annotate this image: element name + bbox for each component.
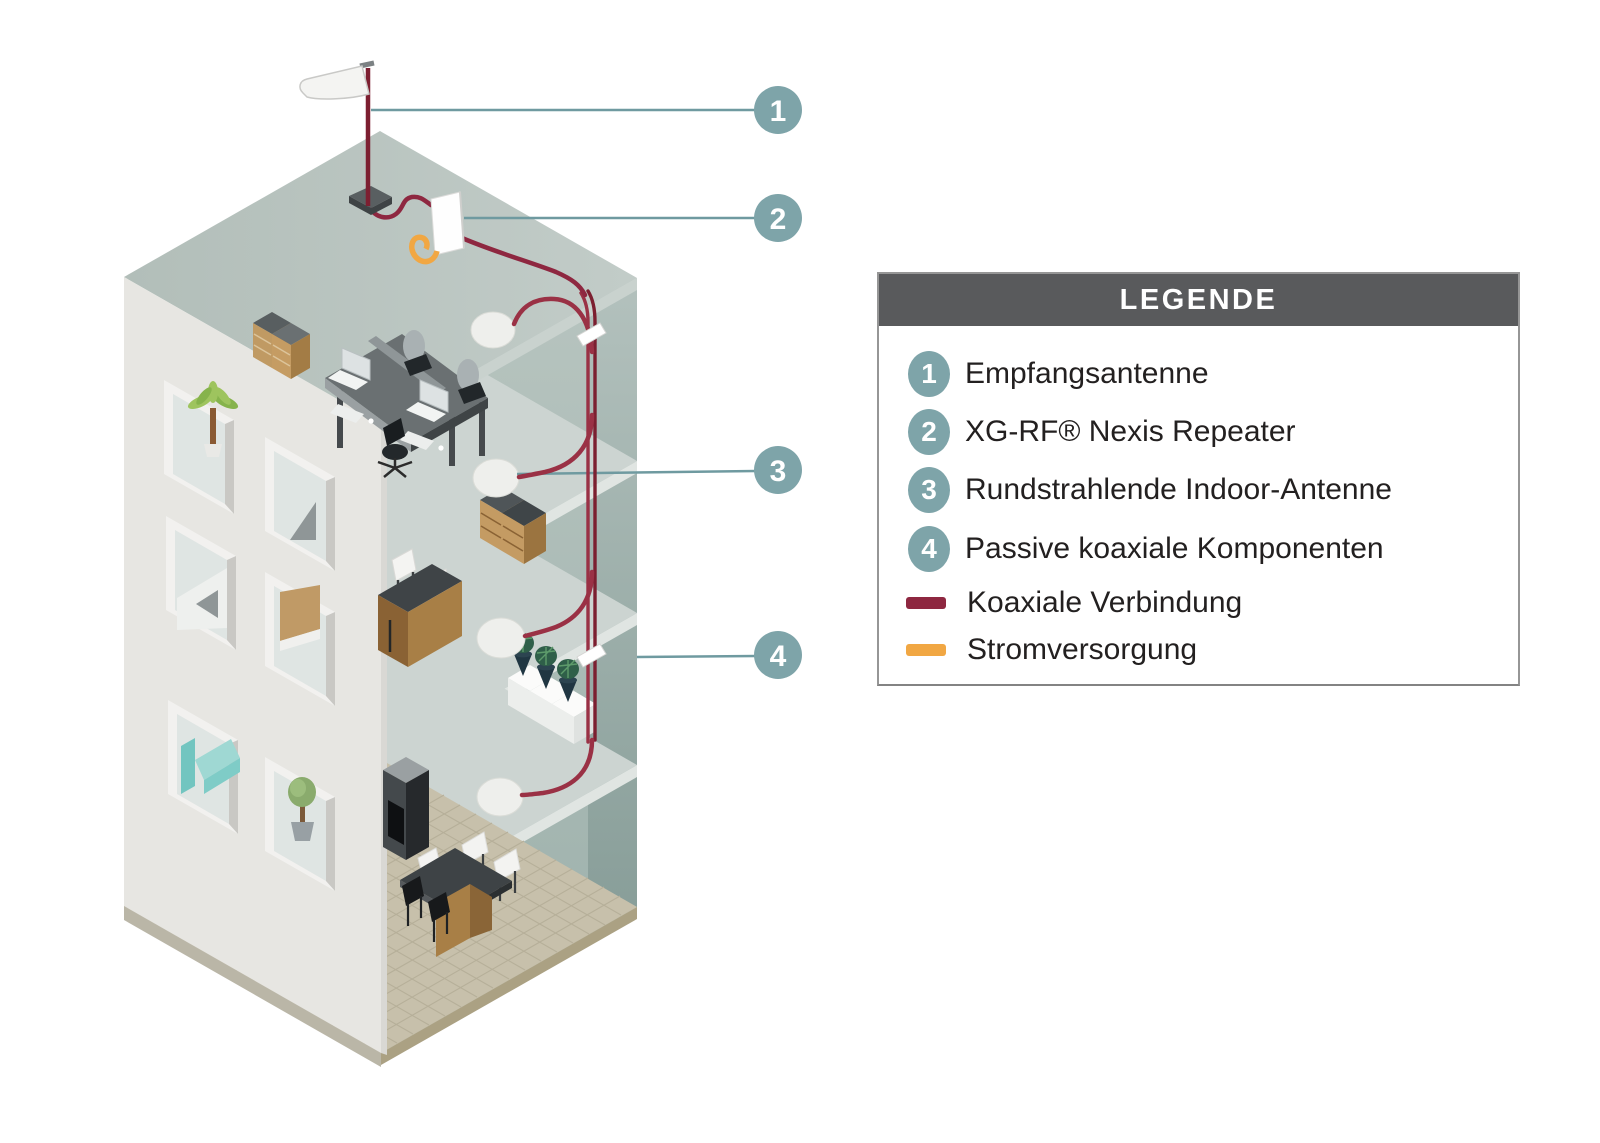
- legend-line-power: Stromversorgung: [906, 633, 1197, 666]
- power-swatch: [906, 644, 946, 656]
- coax-branches: [511, 296, 595, 798]
- callout-circle-2: 2: [754, 194, 802, 242]
- window-r1c1: [164, 380, 239, 514]
- repeater-unit: [430, 191, 465, 256]
- legend-label-power: Stromversorgung: [967, 633, 1198, 666]
- indoor-antenna-2: [472, 458, 520, 498]
- laptops: [328, 347, 449, 451]
- teal-sofa: [181, 738, 240, 794]
- coax-branch-1: [511, 296, 595, 355]
- callout-circle-1: 1: [754, 86, 802, 134]
- office-desk: [325, 330, 488, 478]
- receiving-antenna: [299, 65, 370, 100]
- office-chair: [377, 418, 413, 478]
- black-chairs: [402, 876, 450, 942]
- media-wall: [383, 757, 429, 860]
- coax-cabling: [367, 194, 597, 798]
- task-chairs: [403, 330, 486, 404]
- third-floor: [378, 548, 596, 744]
- legend-label-coax: Koaxiale Verbindung: [967, 586, 1243, 619]
- legend-label-3: Rundstrahlende Indoor-Antenne: [965, 473, 1392, 506]
- callout-line-4: [636, 654, 757, 659]
- palm-plant: [187, 381, 239, 457]
- coax-swatch: [906, 597, 946, 609]
- coax-trunk-right: [586, 289, 597, 742]
- desk-with-wood-panel: [378, 564, 462, 667]
- indoor-antenna-1: [470, 311, 516, 349]
- indoor-antennas: [470, 311, 526, 817]
- svg-text:2: 2: [770, 203, 787, 236]
- legend-number-4: 4: [908, 526, 950, 572]
- legend-panel: LEGENDE 1 Empfangsantenne 2 XG-RF® Nexis…: [877, 272, 1520, 686]
- callout-circle-3: 3: [754, 446, 802, 494]
- window-r2c1: [166, 516, 236, 650]
- indoor-antenna-4: [476, 777, 524, 817]
- coax-roof-run: [459, 235, 588, 298]
- legend-item-2: 2 XG-RF® Nexis Repeater: [908, 409, 1296, 455]
- callout-circle-4: 4: [754, 631, 802, 679]
- window-r3c1: [168, 700, 240, 834]
- svg-text:1: 1: [770, 95, 787, 128]
- callout-lines: [371, 108, 757, 659]
- window-r2c2: [265, 572, 335, 706]
- legend-item-1: 1 Empfangsantenne: [908, 351, 1209, 397]
- window-r3c2: [265, 757, 335, 891]
- svg-text:4: 4: [770, 640, 787, 673]
- exterior-wall: [124, 277, 387, 1067]
- legend-number-2: 2: [908, 409, 950, 455]
- coax-splitter-1: [576, 322, 607, 347]
- conference-table: [400, 831, 521, 957]
- power-cable: [409, 234, 440, 265]
- legend-number-1: 1: [908, 351, 950, 397]
- wall-plinth: [124, 906, 381, 1067]
- legend-label-1: Empfangsantenne: [965, 357, 1209, 390]
- topiary-plant: [288, 777, 316, 841]
- legend-number-3: 3: [908, 467, 950, 513]
- legend-item-3: 3 Rundstrahlende Indoor-Antenne: [908, 467, 1392, 513]
- coax-branch-2: [516, 412, 595, 480]
- wood-board: [280, 585, 320, 641]
- top-floor-office: [253, 312, 488, 478]
- legend-line-coax: Koaxiale Verbindung: [906, 586, 1242, 619]
- legend-label-2: XG-RF® Nexis Repeater: [965, 415, 1296, 448]
- window-r1c2: [265, 437, 335, 571]
- cube-shelf-with-plants: [508, 633, 596, 744]
- coax-branch-4: [519, 737, 595, 798]
- ground-floor: [383, 757, 521, 957]
- coax-splitters: [576, 322, 607, 668]
- roof-equipment: [299, 60, 465, 265]
- antenna-mount: [349, 186, 392, 215]
- indoor-antenna-3: [476, 617, 526, 659]
- crate-stacks: [253, 312, 310, 379]
- coax-mount-run: [367, 194, 434, 220]
- coax-trunk-left: [579, 291, 590, 744]
- coax-branch-3: [522, 569, 595, 639]
- callout-line-3: [516, 469, 757, 476]
- legend-title: LEGENDE: [879, 274, 1518, 326]
- legend-item-4: 4 Passive koaxiale Komponenten: [908, 526, 1384, 572]
- svg-text:3: 3: [770, 455, 787, 488]
- callout-circles: 1 2 3 4: [754, 86, 802, 679]
- coax-splitter-2: [576, 643, 607, 668]
- legend-label-4: Passive koaxiale Komponenten: [965, 532, 1384, 565]
